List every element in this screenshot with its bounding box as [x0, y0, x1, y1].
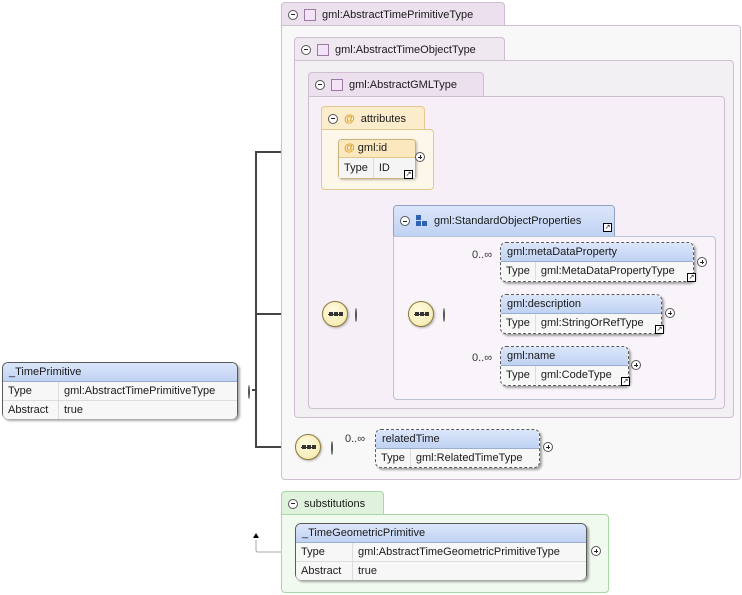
- substitutions-label: substitutions: [304, 497, 366, 510]
- type-key: Type: [501, 314, 536, 332]
- goto-type-icon[interactable]: ↗: [621, 377, 630, 386]
- type-group-header-middle[interactable]: gml:AbstractTimeObjectType: [294, 37, 505, 61]
- attribute-id-type-key: Type: [339, 158, 374, 178]
- occurrence-label: 0..∞: [345, 433, 366, 445]
- expand-icon[interactable]: [591, 546, 601, 556]
- type-value: gml:StringOrRefType: [540, 317, 644, 329]
- type-key: Type: [296, 543, 353, 561]
- element-name: _TimeGeometricPrimitive: [296, 524, 586, 543]
- type-key: Type: [501, 262, 536, 280]
- element-name: gml:metaDataProperty: [501, 243, 693, 262]
- complex-type-icon: [317, 43, 329, 56]
- group-name: gml:StandardObjectProperties: [434, 215, 582, 227]
- sequence-compositor-icon[interactable]: [322, 301, 348, 327]
- type-group-header-outer[interactable]: gml:AbstractTimePrimitiveType: [281, 2, 505, 26]
- element-name: _TimePrimitive: [3, 363, 237, 382]
- abstract-key: Abstract: [296, 562, 353, 580]
- collapse-icon[interactable]: [331, 441, 333, 455]
- abstract-value: true: [64, 404, 83, 416]
- type-name-outer: gml:AbstractTimePrimitiveType: [322, 8, 474, 21]
- sequence-compositor-icon[interactable]: [295, 434, 321, 460]
- element-name: gml:name: [501, 347, 628, 366]
- expand-icon[interactable]: [631, 360, 641, 370]
- element-TimeGeometricPrimitive[interactable]: _TimeGeometricPrimitive Type gml:Abstract…: [295, 523, 587, 580]
- type-key: Type: [501, 366, 536, 384]
- expand-icon[interactable]: [543, 442, 553, 452]
- collapse-icon[interactable]: [315, 79, 325, 90]
- element-name: relatedTime: [376, 430, 539, 449]
- element-name: gml:description: [501, 295, 661, 314]
- collapse-icon[interactable]: [248, 385, 250, 399]
- complex-type-icon: [304, 8, 316, 21]
- type-group-header-inner[interactable]: gml:AbstractGMLType: [308, 72, 484, 96]
- substitutions-header[interactable]: substitutions: [281, 491, 384, 515]
- goto-group-icon[interactable]: ↗: [603, 223, 612, 232]
- sequence-compositor-icon[interactable]: [408, 301, 434, 327]
- type-key: Type: [376, 449, 411, 467]
- collapse-icon[interactable]: [301, 44, 311, 55]
- collapse-icon[interactable]: [288, 9, 298, 20]
- goto-type-icon[interactable]: ↗: [655, 325, 664, 334]
- expand-icon[interactable]: [665, 308, 675, 318]
- goto-type-icon[interactable]: ↗: [687, 273, 696, 282]
- type-value: gml:AbstractTimeGeometricPrimitiveType: [358, 546, 560, 558]
- abstract-value: true: [358, 565, 377, 577]
- type-value: gml:RelatedTimeType: [415, 452, 523, 464]
- attribute-icon: @: [344, 142, 355, 154]
- attributes-header[interactable]: @ attributes: [321, 106, 425, 130]
- type-value: gml:MetaDataPropertyType: [540, 265, 675, 277]
- type-key: Type: [3, 382, 59, 400]
- occurrence-label: 0..∞: [472, 249, 493, 261]
- collapse-icon[interactable]: [328, 113, 338, 124]
- collapse-icon[interactable]: [288, 498, 298, 509]
- type-value: gml:CodeType: [540, 369, 612, 381]
- attribute-icon: @: [344, 112, 355, 125]
- attributes-label: attributes: [360, 112, 406, 125]
- element-name-gml[interactable]: gml:name Type gml:CodeType ↗: [500, 346, 630, 386]
- abstract-key: Abstract: [3, 401, 59, 419]
- expand-icon[interactable]: [697, 257, 707, 267]
- expand-icon[interactable]: [415, 152, 425, 162]
- element-relatedTime[interactable]: relatedTime Type gml:RelatedTimeType: [375, 429, 540, 468]
- type-name-inner: gml:AbstractGMLType: [349, 78, 457, 91]
- group-header[interactable]: gml:StandardObjectProperties ↗: [393, 205, 615, 237]
- attribute-id-name: gml:id: [357, 142, 388, 154]
- complex-type-icon: [331, 78, 343, 91]
- model-group-icon: [416, 215, 428, 227]
- collapse-icon[interactable]: [400, 216, 410, 226]
- occurrence-label: 0..∞: [472, 352, 493, 364]
- attribute-id-type-value: ID: [378, 162, 390, 174]
- element-TimePrimitive[interactable]: _TimePrimitive Type gml:AbstractTimePrimi…: [2, 362, 238, 419]
- collapse-icon[interactable]: [443, 308, 445, 322]
- type-value: gml:AbstractTimePrimitiveType: [64, 385, 216, 397]
- collapse-icon[interactable]: [355, 308, 357, 322]
- attribute-id[interactable]: @ gml:id Type ID ↗: [338, 139, 416, 179]
- element-metaDataProperty[interactable]: gml:metaDataProperty Type gml:MetaDataPro…: [500, 242, 696, 282]
- type-name-middle: gml:AbstractTimeObjectType: [335, 43, 476, 56]
- goto-type-icon[interactable]: ↗: [404, 170, 413, 179]
